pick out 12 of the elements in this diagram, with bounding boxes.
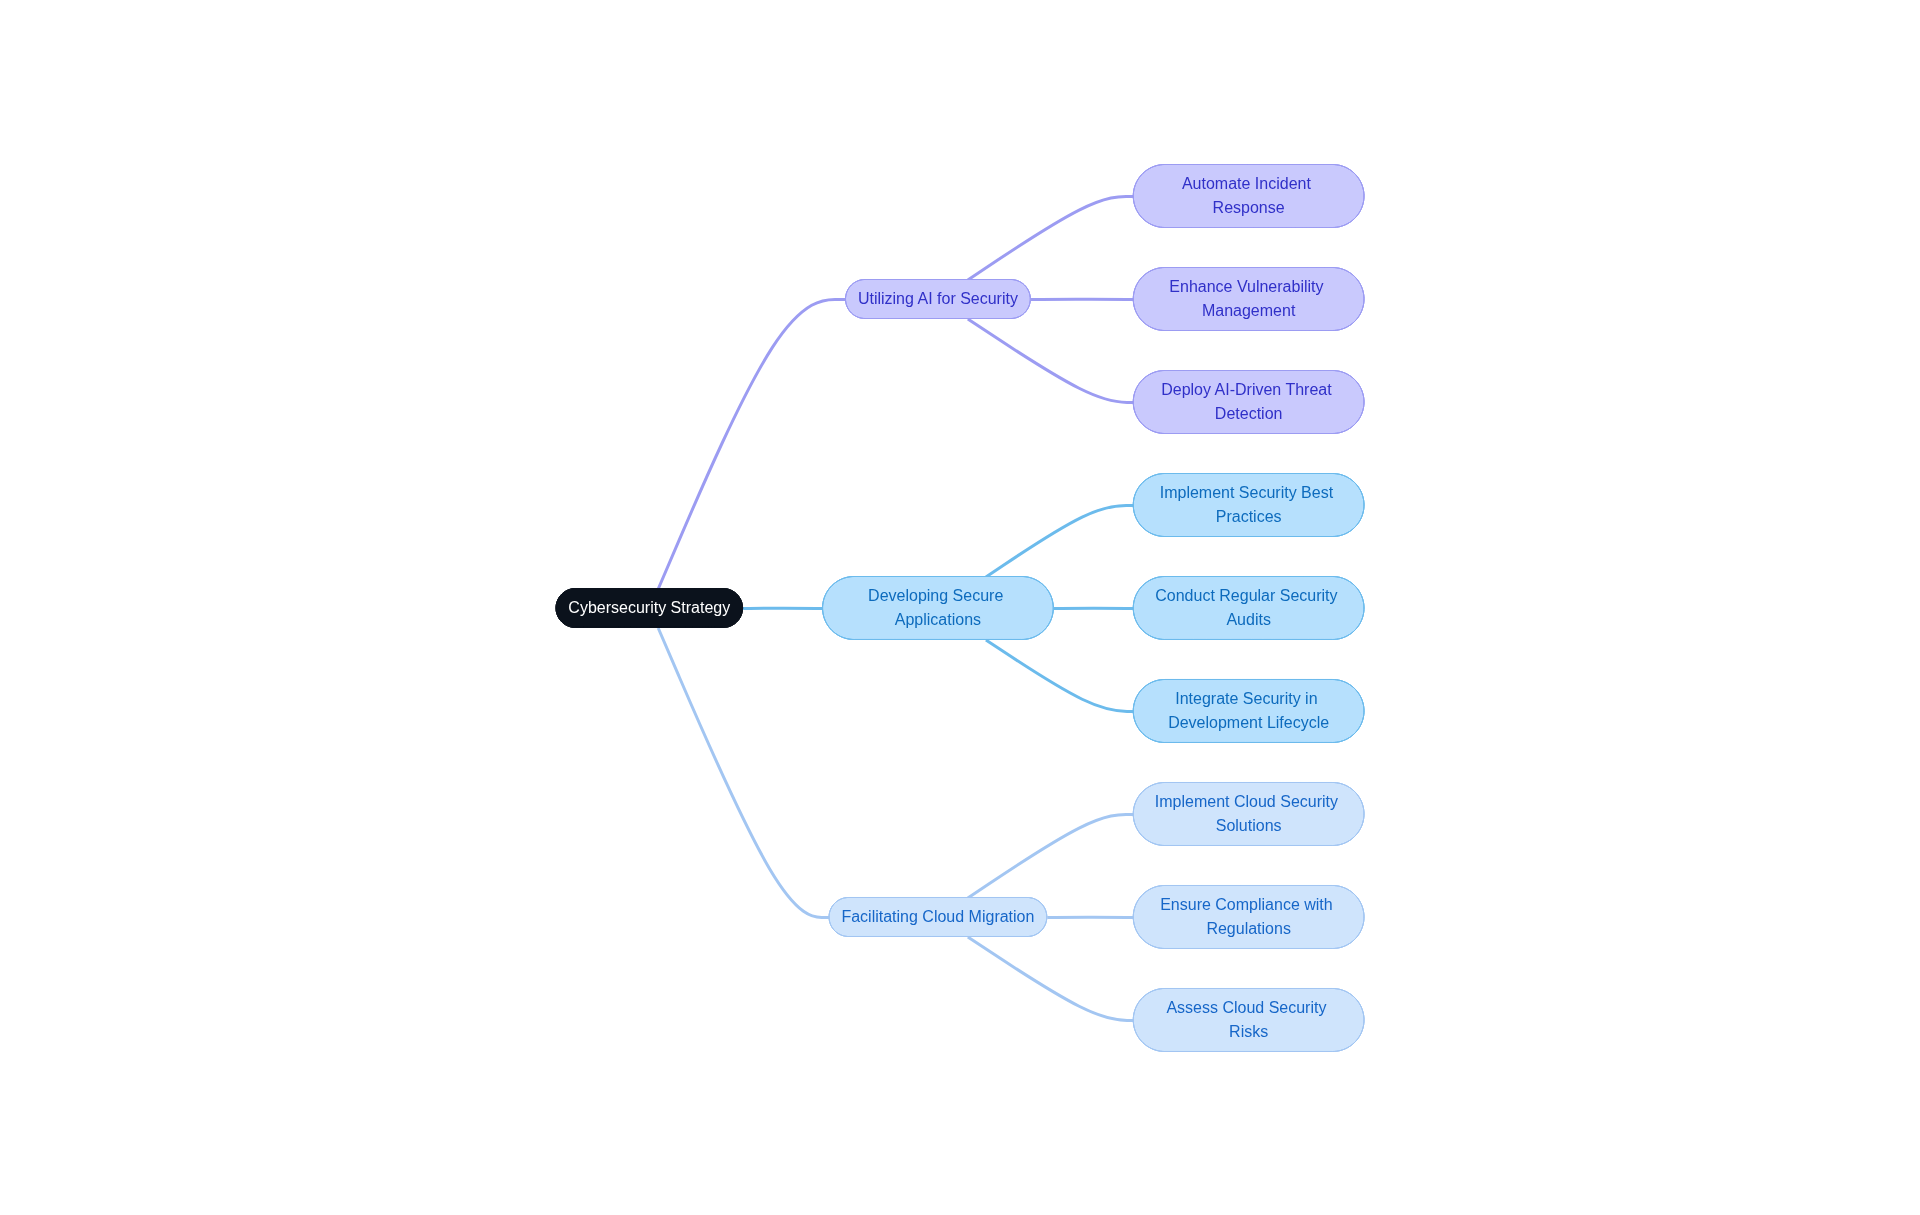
- connector: [985, 503, 1134, 578]
- connector: [985, 638, 1134, 713]
- connector: [1053, 606, 1134, 610]
- connector: [656, 626, 830, 919]
- connector: [967, 935, 1134, 1022]
- connector: [1047, 915, 1134, 919]
- connector: [656, 297, 847, 590]
- connector: [967, 317, 1134, 404]
- connector: [743, 606, 824, 610]
- connector: [1030, 297, 1134, 301]
- connector: [967, 194, 1134, 281]
- connector: [967, 812, 1134, 899]
